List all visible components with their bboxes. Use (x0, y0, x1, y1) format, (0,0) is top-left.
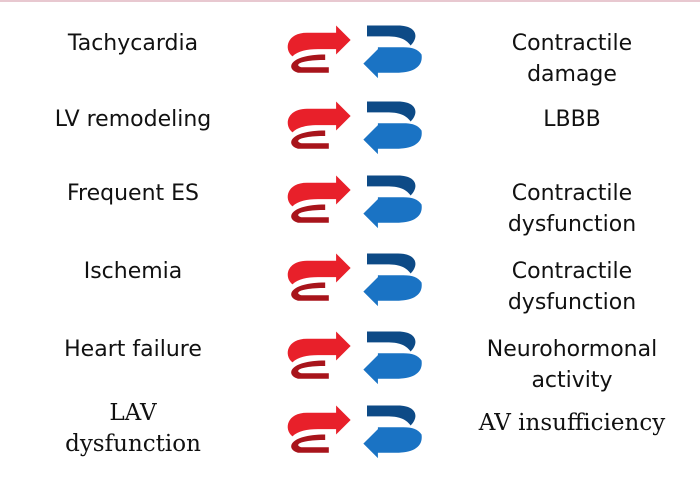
right-label: LBBB (444, 104, 700, 135)
right-label: Neurohormonal activity (444, 334, 700, 396)
right-label-line: damage (527, 62, 617, 87)
red-arrow-icon (287, 175, 351, 223)
blue-arrow-icon (363, 101, 422, 155)
left-label: Heart failure (0, 334, 266, 365)
right-label-line: activity (531, 368, 613, 393)
red-arrow-icon (287, 25, 351, 73)
right-label-line: dysfunction (507, 290, 637, 315)
left-label: LAV dysfunction (0, 398, 266, 460)
red-arrow-icon (287, 405, 351, 453)
left-label-line: Tachycardia (67, 31, 199, 56)
bidirectional-cycle-icon (287, 25, 422, 79)
blue-arrow-icon (363, 405, 422, 459)
red-arrow-icon (287, 253, 351, 301)
blue-arrow-icon (363, 331, 422, 385)
right-label-line: LBBB (543, 107, 601, 132)
right-label: AV insufficiency (444, 408, 700, 439)
blue-arrow-icon (363, 175, 422, 229)
right-label-line: Neurohormonal (486, 337, 658, 362)
top-rule (0, 0, 700, 2)
left-label: Tachycardia (0, 28, 266, 59)
bidirectional-cycle-icon (287, 175, 422, 229)
right-label-line: dysfunction (507, 212, 637, 237)
right-label: Contractile dysfunction (444, 256, 700, 318)
left-label-line: LAV (109, 400, 157, 426)
left-label: Ischemia (0, 256, 266, 287)
left-label: Frequent ES (0, 178, 266, 209)
right-label-line: AV insufficiency (478, 410, 666, 436)
left-label-line: Ischemia (83, 259, 183, 284)
left-label-line: Heart failure (64, 337, 202, 362)
blue-arrow-icon (363, 25, 422, 79)
red-arrow-icon (287, 101, 351, 149)
blue-arrow-icon (363, 253, 422, 307)
right-label-line: Contractile (511, 259, 633, 284)
bidirectional-cycle-icon (287, 331, 422, 385)
left-label-line: LV remodeling (54, 107, 212, 132)
left-label-line: Frequent ES (66, 181, 200, 206)
left-label-line: dysfunction (65, 431, 201, 457)
bidirectional-cycle-icon (287, 253, 422, 307)
bidirectional-cycle-icon (287, 101, 422, 155)
left-label: LV remodeling (0, 104, 266, 135)
red-arrow-icon (287, 331, 351, 379)
right-label-line: Contractile (511, 181, 633, 206)
right-label-line: Contractile (511, 31, 633, 56)
right-label: Contractile damage (444, 28, 700, 90)
right-label: Contractile dysfunction (444, 178, 700, 240)
bidirectional-cycle-icon (287, 405, 422, 459)
